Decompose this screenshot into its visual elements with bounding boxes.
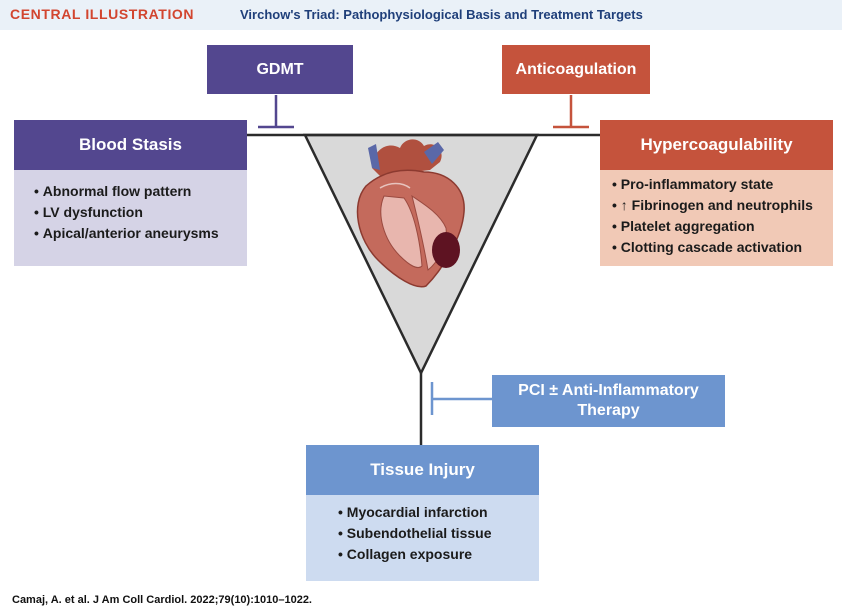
list-item: Myocardial infarction (338, 502, 539, 523)
citation: Camaj, A. et al. J Am Coll Cardiol. 2022… (12, 594, 312, 606)
list-item: Clotting cascade activation (612, 237, 833, 258)
tissue-injury-panel: Myocardial infarction Subendothelial tis… (306, 495, 539, 581)
central-illustration-tag: CENTRAL ILLUSTRATION (10, 6, 195, 22)
heart-illustration (356, 139, 465, 288)
gdmt-inhibition-symbol (258, 95, 294, 129)
list-item: Platelet aggregation (612, 216, 833, 237)
pci-inhibition-symbol (430, 382, 492, 415)
anticoagulation-text: Anticoagulation (515, 60, 637, 78)
list-item: Pro-inflammatory state (612, 174, 833, 195)
hypercoagulability-panel: Pro-inflammatory state ↑ Fibrinogen and … (600, 170, 833, 266)
blood-stasis-list: Abnormal flow pattern LV dysfunction Api… (34, 181, 247, 244)
list-item: ↑ Fibrinogen and neutrophils (612, 195, 833, 216)
gdmt-text: GDMT (256, 60, 304, 78)
list-item: Subendothelial tissue (338, 523, 539, 544)
hypercoagulability-title-text: Hypercoagulability (640, 135, 793, 154)
list-item: Apical/anterior aneurysms (34, 223, 247, 244)
blood-stasis-title: Blood Stasis (14, 120, 247, 170)
list-item: Collagen exposure (338, 544, 539, 565)
anticoagulation-inhibition-symbol (553, 95, 589, 129)
hypercoagulability-list: Pro-inflammatory state ↑ Fibrinogen and … (612, 174, 833, 258)
pci-text: PCI ± Anti-Inflammatory Therapy (518, 382, 699, 419)
gdmt-label: GDMT (207, 45, 353, 94)
illustration-title: Virchow's Triad: Pathophysiological Basi… (240, 7, 643, 22)
hypercoagulability-title: Hypercoagulability (600, 120, 833, 170)
anticoagulation-label: Anticoagulation (502, 45, 650, 94)
list-item: Abnormal flow pattern (34, 181, 247, 202)
tissue-injury-list: Myocardial infarction Subendothelial tis… (338, 502, 539, 565)
blood-stasis-title-text: Blood Stasis (79, 135, 182, 154)
tissue-injury-title: Tissue Injury (306, 445, 539, 495)
pci-label: PCI ± Anti-Inflammatory Therapy (492, 375, 725, 427)
blood-stasis-panel: Abnormal flow pattern LV dysfunction Api… (14, 170, 247, 266)
illustration-header: CENTRAL ILLUSTRATION Virchow's Triad: Pa… (0, 0, 842, 30)
tissue-injury-title-text: Tissue Injury (370, 460, 475, 479)
list-item: LV dysfunction (34, 202, 247, 223)
